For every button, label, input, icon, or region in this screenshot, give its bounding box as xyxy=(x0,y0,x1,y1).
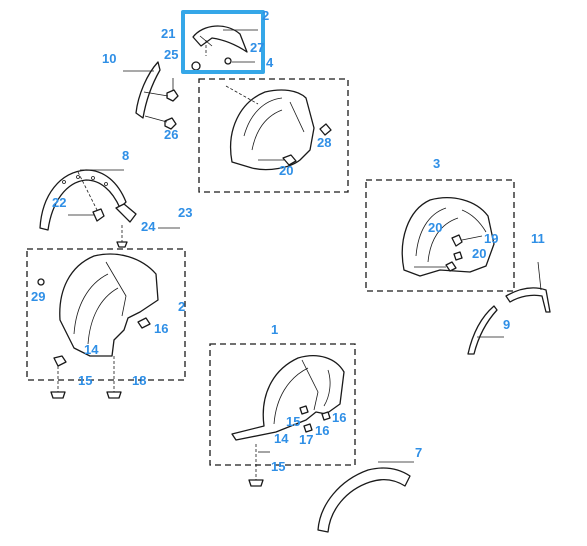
callout-17[interactable]: 17 xyxy=(299,432,314,447)
callout-29[interactable]: 29 xyxy=(31,289,46,304)
group-frame-top xyxy=(198,78,349,193)
part-9-trim-strip[interactable] xyxy=(467,305,504,355)
part-1-wheel-liner[interactable] xyxy=(231,355,345,487)
group-frame-bottom xyxy=(209,343,356,466)
callout-24[interactable]: 24 xyxy=(141,219,156,234)
callout-2-left[interactable]: 2 xyxy=(178,299,186,314)
callout-20-top[interactable]: 20 xyxy=(279,163,294,178)
callout-10[interactable]: 10 xyxy=(102,51,117,66)
callout-27[interactable]: 27 xyxy=(250,40,265,55)
part-2-wheel-liner-left[interactable] xyxy=(37,253,159,399)
callout-21[interactable]: 21 xyxy=(161,26,176,41)
callout-18[interactable]: 18 xyxy=(132,373,147,388)
callout-1[interactable]: 1 xyxy=(271,322,279,337)
callout-15-left[interactable]: 15 xyxy=(78,373,93,388)
callout-20-right-b[interactable]: 20 xyxy=(472,246,487,261)
part-10-trim-strip[interactable] xyxy=(123,61,179,130)
callout-9[interactable]: 9 xyxy=(503,317,511,332)
callout-28[interactable]: 28 xyxy=(317,135,332,150)
group-frame-left xyxy=(26,248,186,381)
part-3-wheel-liner[interactable] xyxy=(401,197,495,277)
part-wheel-liner-top[interactable] xyxy=(225,85,332,171)
callout-19[interactable]: 19 xyxy=(484,231,499,246)
callout-7[interactable]: 7 xyxy=(415,445,423,460)
part-7-arch-trim[interactable] xyxy=(317,461,414,533)
part-11-trim-strip[interactable] xyxy=(505,261,551,313)
group-frame-right xyxy=(365,179,515,292)
callout-25[interactable]: 25 xyxy=(164,47,179,62)
part-8-arch-flare[interactable] xyxy=(39,169,180,248)
callout-3[interactable]: 3 xyxy=(433,156,441,171)
callout-15-bottom-a[interactable]: 15 xyxy=(286,414,301,429)
callout-16-bottom-b[interactable]: 16 xyxy=(315,423,330,438)
callout-16-bottom-a[interactable]: 16 xyxy=(332,410,347,425)
callout-26[interactable]: 26 xyxy=(164,127,179,142)
callout-2-top[interactable]: 2 xyxy=(262,8,270,23)
callout-4[interactable]: 4 xyxy=(266,55,274,70)
callout-22[interactable]: 22 xyxy=(52,195,67,210)
callout-14-bottom[interactable]: 14 xyxy=(274,431,289,446)
callout-14-left[interactable]: 14 xyxy=(84,342,99,357)
callout-8[interactable]: 8 xyxy=(122,148,130,163)
selected-part-highlight[interactable] xyxy=(181,10,265,74)
callout-15-bottom-b[interactable]: 15 xyxy=(271,459,286,474)
callout-11[interactable]: 11 xyxy=(531,231,545,246)
callout-16-left[interactable]: 16 xyxy=(154,321,169,336)
callout-23[interactable]: 23 xyxy=(178,205,193,220)
callout-20-right-a[interactable]: 20 xyxy=(428,220,443,235)
